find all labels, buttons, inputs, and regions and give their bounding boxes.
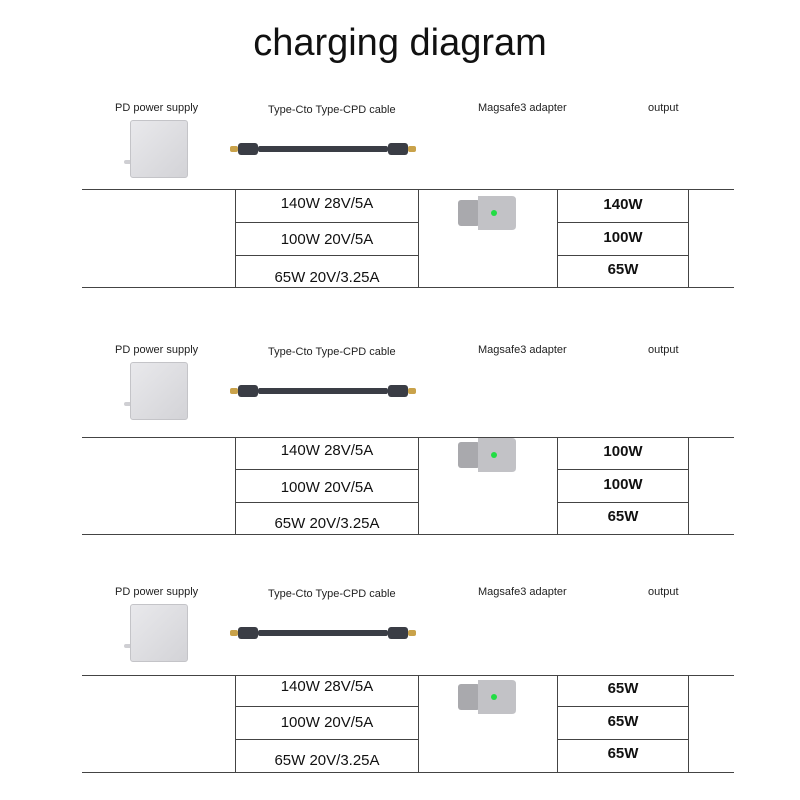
output-label: output (648, 344, 679, 356)
output-divider-1 (557, 706, 688, 707)
input-divider-1 (235, 469, 418, 470)
input-divider-2 (235, 739, 418, 740)
table-bottom-line (82, 772, 734, 773)
adapter-label: Magsafe3 adapter (478, 344, 567, 356)
output-col-left (557, 437, 558, 534)
power-supply-icon (124, 120, 188, 178)
output-cell: 65W (607, 261, 639, 278)
output-cell: 100W (603, 229, 643, 246)
output-divider-2 (557, 255, 688, 256)
page-title: charging diagram (253, 22, 547, 64)
input-col-right (418, 675, 419, 772)
output-label: output (648, 586, 679, 598)
output-divider-2 (557, 502, 688, 503)
input-cell: 140W 28V/5A (280, 195, 374, 212)
psu-label: PD power supply (115, 586, 199, 598)
table-top-line (82, 675, 734, 676)
charging-section-2: PD power supply Type-Cto Type-CPD cable … (0, 342, 800, 542)
output-cell: 100W (603, 443, 643, 460)
charging-section-1: PD power supply Type-Cto Type-CPD cable … (0, 100, 800, 300)
adapter-label: Magsafe3 adapter (478, 586, 567, 598)
output-divider-1 (557, 222, 688, 223)
output-cell: 65W (607, 508, 639, 525)
input-col-right (418, 189, 419, 287)
table-top-line (82, 189, 734, 190)
input-cell: 65W 20V/3.25A (274, 515, 380, 532)
output-divider-2 (557, 739, 688, 740)
charging-section-3: PD power supply Type-Cto Type-CPD cable … (0, 584, 800, 784)
cable-label: Type-Cto Type-CPD cable (268, 588, 396, 600)
adapter-label: Magsafe3 adapter (478, 102, 567, 114)
input-cell: 140W 28V/5A (280, 678, 374, 695)
output-divider-1 (557, 469, 688, 470)
usb-c-cable-icon (230, 143, 416, 155)
output-label: output (648, 102, 679, 114)
output-cell: 65W (607, 680, 639, 697)
input-cell: 100W 20V/5A (280, 231, 374, 248)
psu-label: PD power supply (115, 344, 199, 356)
input-divider-2 (235, 255, 418, 256)
table-bottom-line (82, 534, 734, 535)
usb-c-cable-icon (230, 627, 416, 639)
magsafe-adapter-icon (458, 680, 516, 714)
input-cell: 100W 20V/5A (280, 714, 374, 731)
table-bottom-line (82, 287, 734, 288)
input-cell: 65W 20V/3.25A (274, 269, 380, 286)
output-cell: 65W (607, 745, 639, 762)
input-divider-2 (235, 502, 418, 503)
magsafe-adapter-icon (458, 196, 516, 230)
output-cell: 100W (603, 476, 643, 493)
usb-c-cable-icon (230, 385, 416, 397)
input-col-left (235, 675, 236, 772)
cable-label: Type-Cto Type-CPD cable (268, 104, 396, 116)
magsafe-adapter-icon (458, 438, 516, 472)
output-col-right (688, 675, 689, 772)
input-cell: 65W 20V/3.25A (274, 752, 380, 769)
output-col-right (688, 189, 689, 287)
input-col-left (235, 437, 236, 534)
output-col-right (688, 437, 689, 534)
input-cell: 140W 28V/5A (280, 442, 374, 459)
output-col-left (557, 675, 558, 772)
output-cell: 140W (603, 196, 643, 213)
output-cell: 65W (607, 713, 639, 730)
power-supply-icon (124, 604, 188, 662)
output-col-left (557, 189, 558, 287)
input-col-left (235, 189, 236, 287)
input-col-right (418, 437, 419, 534)
cable-label: Type-Cto Type-CPD cable (268, 346, 396, 358)
input-divider-1 (235, 222, 418, 223)
psu-label: PD power supply (115, 102, 199, 114)
input-divider-1 (235, 706, 418, 707)
input-cell: 100W 20V/5A (280, 479, 374, 496)
table-top-line (82, 437, 734, 438)
power-supply-icon (124, 362, 188, 420)
